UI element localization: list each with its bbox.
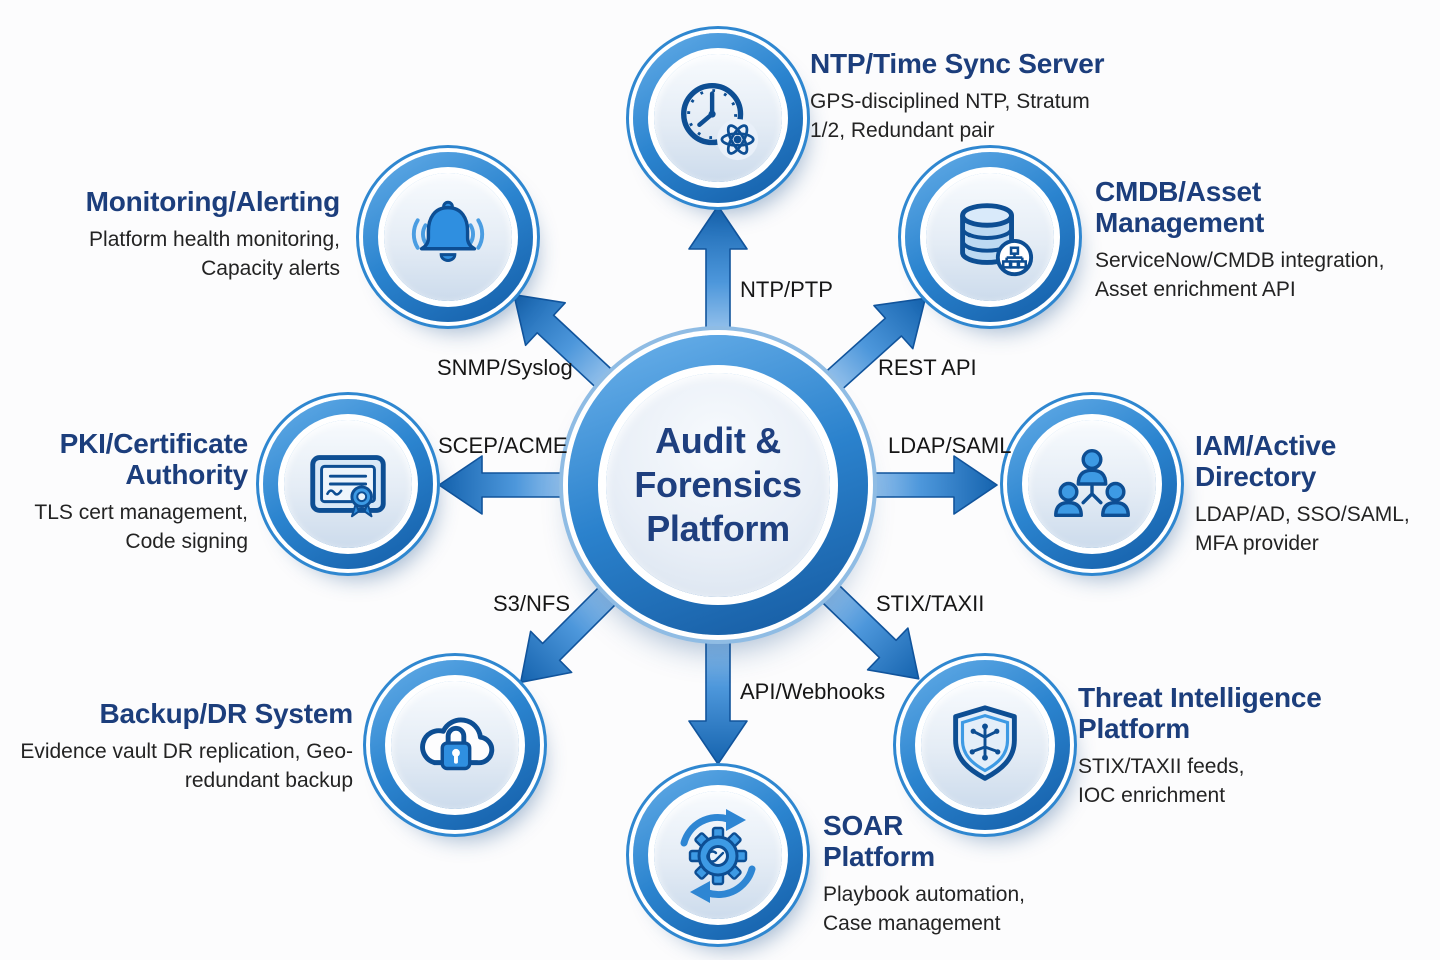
arrow-to-soar <box>688 624 748 765</box>
arrow-to-pki <box>438 455 579 515</box>
node-text-monitoring: Monitoring/Alerting Platform health moni… <box>20 186 341 283</box>
connection-label-scep-acme: SCEP/ACME <box>438 433 568 458</box>
node-description: ServiceNow/CMDB integration, Asset enric… <box>1095 249 1385 301</box>
node-backup <box>370 660 540 830</box>
certificate-icon <box>310 455 386 518</box>
cloud-lock-icon <box>420 717 495 771</box>
arrow-to-iam <box>857 455 998 515</box>
node-description: Evidence vault DR replication, Geo-redun… <box>20 740 353 792</box>
node-text-pki: PKI/Certificate Authority TLS cert manag… <box>8 428 248 556</box>
hub-audit-forensics-platform: Audit & Forensics Platform <box>568 335 868 635</box>
database-icon <box>960 203 1034 277</box>
node-cmdb <box>905 152 1075 322</box>
clock-sync-icon <box>681 82 759 161</box>
arrow-to-monitoring <box>513 293 625 400</box>
node-title: SOAR Platform <box>823 810 935 872</box>
node-title: Backup/DR System <box>99 698 353 729</box>
connection-label-api-webhooks: API/Webhooks <box>740 679 886 704</box>
connection-label-s3-nfs: S3/NFS <box>493 591 571 616</box>
bell-icon <box>411 200 485 262</box>
users-hierarchy-icon <box>1054 448 1130 518</box>
node-title: IAM/Active Directory <box>1195 430 1337 492</box>
arrow-to-cmdb <box>813 297 927 402</box>
node-text-soar: SOAR Platform Playbook automation, Case … <box>823 810 1063 938</box>
node-text-backup: Backup/DR System Evidence vault DR repli… <box>8 698 353 795</box>
connection-label-stix-taxii: STIX/TAXII <box>876 591 985 616</box>
connection-label-ldap-saml: LDAP/SAML <box>888 433 1012 458</box>
connection-label-snmp-syslog: SNMP/Syslog <box>437 355 573 380</box>
node-title: NTP/Time Sync Server <box>810 48 1105 79</box>
connection-label-rest-api: REST API <box>878 355 977 380</box>
node-pki <box>263 399 433 569</box>
arrow-to-ntp <box>688 205 748 346</box>
shield-circuit-icon <box>953 705 1017 781</box>
node-description: Platform health monitoring, Capacity ale… <box>89 228 340 280</box>
connection-label-ntp-ptp: NTP/PTP <box>740 277 833 302</box>
arrow-to-threat <box>809 572 920 680</box>
node-description: TLS cert management, Code signing <box>34 501 248 553</box>
node-iam <box>1007 399 1177 569</box>
node-text-iam: IAM/Active Directory LDAP/AD, SSO/SAML, … <box>1195 430 1410 558</box>
node-description: STIX/TAXII feeds, IOC enrichment <box>1078 755 1245 807</box>
node-title: Monitoring/Alerting <box>85 186 341 217</box>
node-ntp <box>633 33 803 203</box>
node-description: Playbook automation, Case management <box>823 883 1025 935</box>
node-text-threat: Threat Intelligence Platform STIX/TAXII … <box>1078 682 1378 810</box>
node-text-ntp: NTP/Time Sync Server GPS-disciplined NTP… <box>810 48 1190 145</box>
node-description: LDAP/AD, SSO/SAML, MFA provider <box>1195 503 1410 555</box>
hub-title: Audit & Forensics Platform <box>634 420 802 549</box>
node-soar <box>633 770 803 940</box>
node-title: CMDB/Asset Management <box>1095 176 1265 238</box>
arrow-to-backup <box>519 574 629 684</box>
node-description: GPS-disciplined NTP, Stratum 1/2, Redund… <box>810 90 1090 142</box>
node-text-cmdb: CMDB/Asset Management ServiceNow/CMDB in… <box>1095 176 1435 304</box>
gear-sync-icon <box>680 809 756 903</box>
node-title: Threat Intelligence Platform <box>1078 682 1322 744</box>
node-threat-intel <box>900 660 1070 830</box>
node-monitoring <box>363 152 533 322</box>
node-title: PKI/Certificate Authority <box>59 428 249 490</box>
